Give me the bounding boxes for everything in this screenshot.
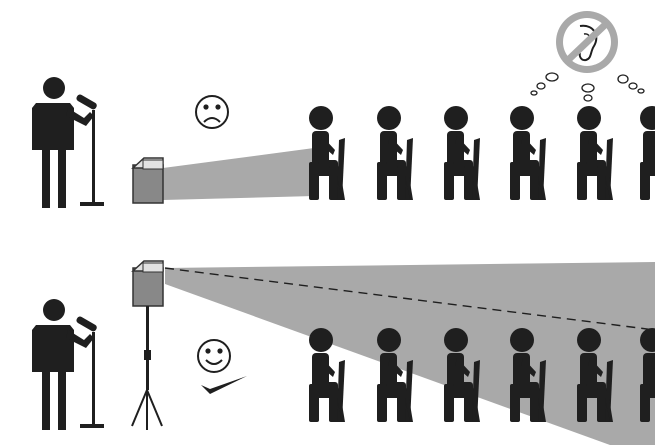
listener [510,106,546,200]
scene-tripod-speaker [32,260,655,445]
listener [309,106,345,200]
thought-bubbles [530,72,645,102]
listener [640,106,655,200]
dashed-sightline [164,267,655,331]
presenter-figure [32,299,104,430]
happy-face-icon [197,339,231,373]
checkmark-icon [201,376,247,394]
floor-speaker [131,157,164,204]
listener [444,106,480,200]
listener [377,106,413,200]
sad-face-icon [195,95,229,129]
no-hearing-icon [556,11,618,73]
audience-row-top [309,106,655,200]
scene-floor-speaker [32,11,655,208]
presenter-figure [32,77,104,208]
listener [577,106,613,200]
sound-beam [163,148,314,200]
tripod-speaker [131,260,164,430]
